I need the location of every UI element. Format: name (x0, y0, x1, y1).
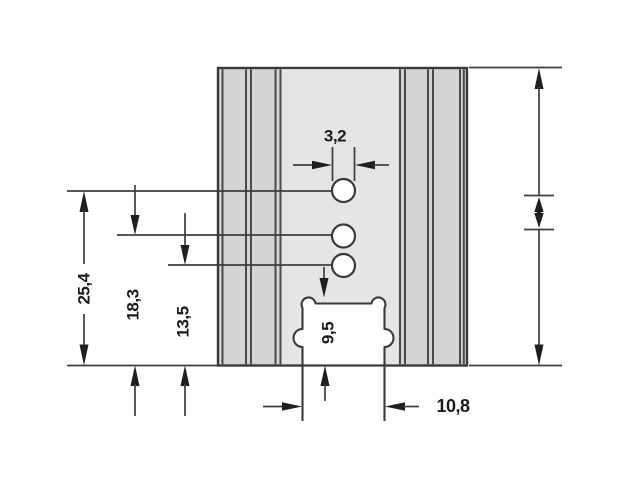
dim-label-hole2-height: 18,3 (123, 289, 143, 321)
cutout-outline (292, 296, 395, 421)
compressed-dimension-marker (534, 197, 544, 228)
dim-overall-height (524, 68, 554, 366)
dim-label-hole3-height: 13,5 (173, 306, 193, 338)
dim-18-3 (130, 185, 140, 416)
dim-10-8 (263, 402, 419, 411)
mounting-hole-middle (330, 223, 357, 249)
transistor-cutout (292, 296, 395, 421)
heatsink-body (216, 66, 469, 367)
mounting-hole-bottom (330, 252, 357, 279)
mounting-hole-top (330, 177, 357, 204)
dim-9-5 (319, 267, 330, 401)
fin-lines (221, 69, 465, 365)
dim-3-2 (293, 147, 389, 181)
dim-13-5 (180, 213, 190, 416)
mounting-holes (330, 177, 357, 279)
dim-label-cutout-width: 10,8 (436, 396, 470, 416)
dim-25-4 (79, 191, 89, 366)
extension-lines (67, 66, 562, 367)
dim-label-hole-diameter: 3,2 (323, 126, 347, 146)
dim-label-cutout-height: 9,5 (318, 321, 338, 345)
dim-label-hole1-height: 25,4 (74, 273, 94, 305)
